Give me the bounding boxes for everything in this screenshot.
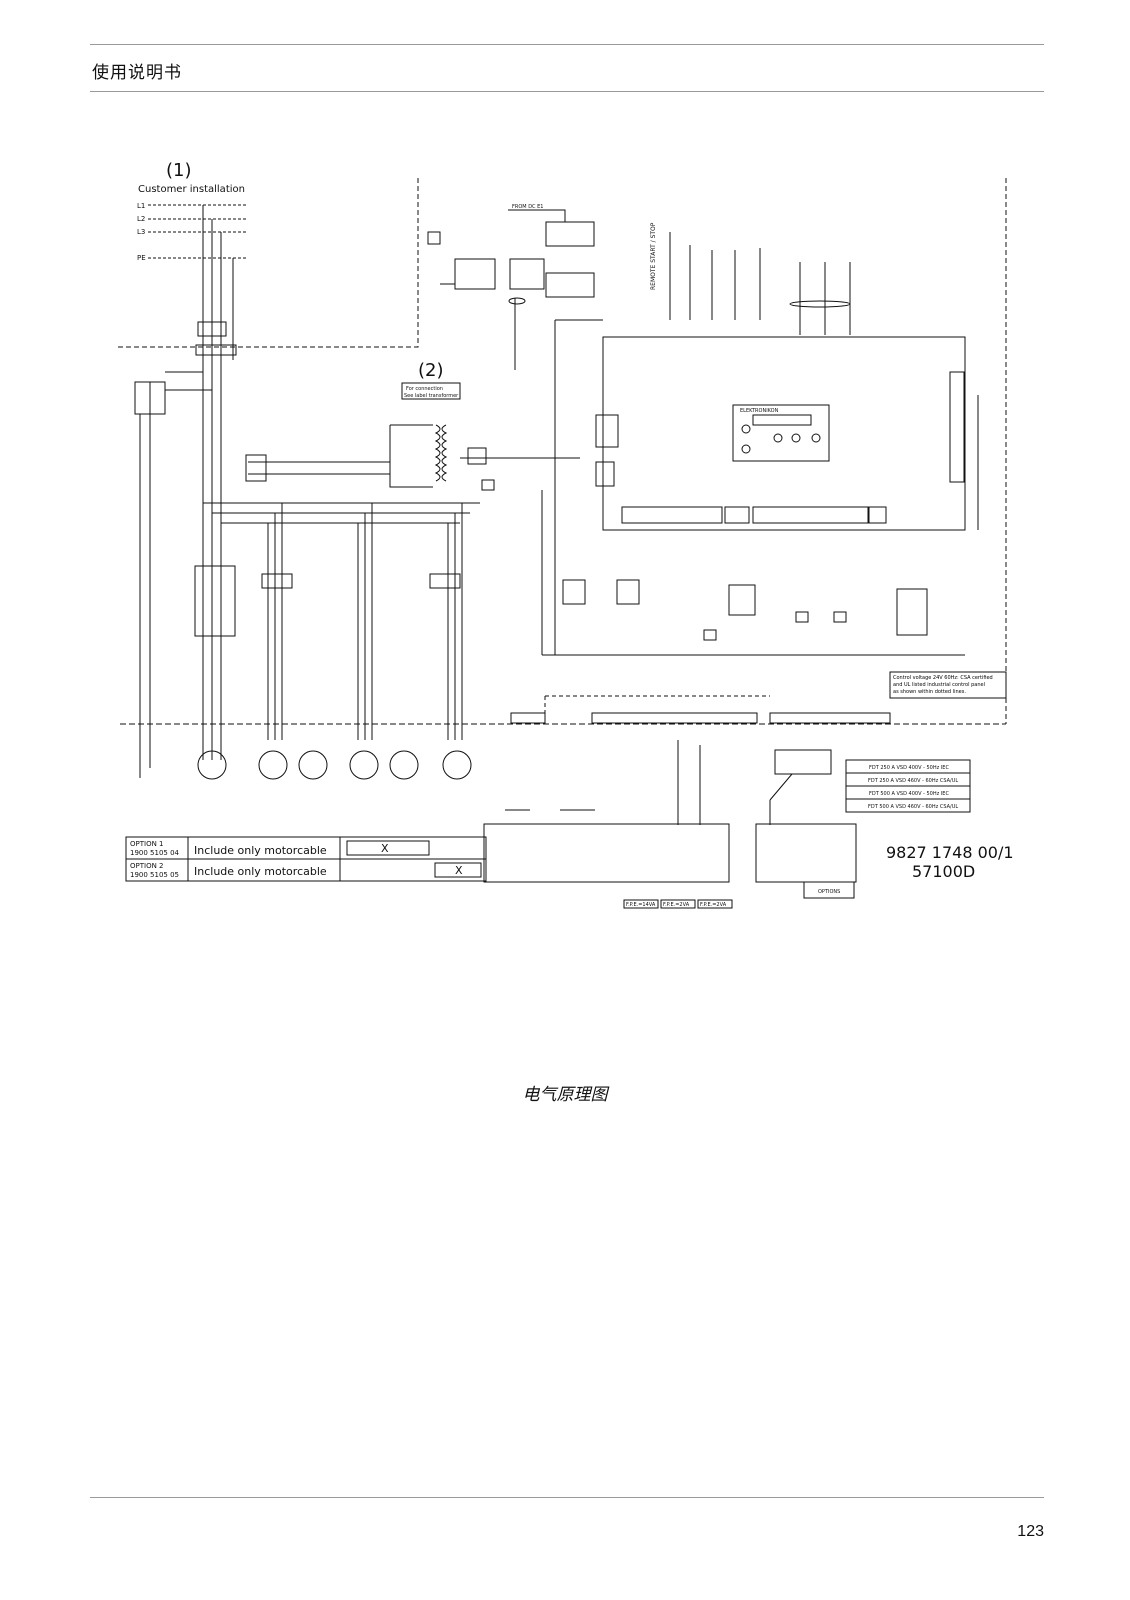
control-note-line: and UL listed industrial control panel	[893, 682, 985, 688]
customer-installation-label: Customer installation	[138, 184, 245, 195]
control-note-line: Control voltage 24V 60Hz: CSA certified	[893, 675, 993, 681]
control-voltage-note: Control voltage 24V 60Hz: CSA certified …	[889, 671, 1007, 699]
vsd-table-row: FDT 500 A VSD 400V - 50Hz IEC	[869, 791, 949, 797]
transformer-note-line-2: See label transformer	[404, 393, 459, 399]
customer-zone-boundary	[118, 178, 419, 348]
label-marker-2: (2)	[418, 360, 444, 381]
vsd-table-row: FDT 250 A VSD 400V - 50Hz IEC	[869, 765, 949, 771]
document-number: 9827 1748 00/1	[886, 843, 1014, 862]
electrical-schematic: (1) Customer installation L1 L2 L3 PE (2…	[118, 160, 1014, 909]
motor-symbol	[197, 750, 227, 780]
option-box-label: OPTIONS	[818, 889, 840, 895]
header-top-rule	[90, 44, 1044, 45]
from-label: FROM DC E1	[512, 204, 543, 210]
fpe-label: F.P.E.=2VA	[700, 902, 727, 908]
controller-brand-label: ELEKTRONIKON	[740, 408, 779, 414]
label-marker-1: (1)	[166, 160, 192, 181]
motor-symbol	[258, 750, 288, 780]
figure-caption: 电气原理图	[522, 1085, 608, 1105]
motor-symbol	[442, 750, 472, 780]
motor-symbol	[389, 750, 419, 780]
phase-label: PE	[137, 254, 146, 262]
transformer-note-line-1: For connection	[406, 386, 443, 392]
option-name: OPTION 1	[130, 840, 164, 848]
page-header-title: 使用说明书	[92, 63, 182, 83]
phase-label: L3	[137, 228, 145, 236]
option-mark: X	[455, 864, 463, 877]
drawing-number: 57100D	[912, 862, 975, 881]
vsd-table-row: FDT 250 A VSD 460V - 60Hz CSA/UL	[868, 778, 958, 784]
option-name: OPTION 2	[130, 862, 164, 870]
option-code: 1900 5105 05	[130, 871, 179, 879]
fpe-label: F.P.E.=2VA	[663, 902, 690, 908]
page-number: 123	[1017, 1523, 1044, 1540]
phase-label: L1	[137, 202, 145, 210]
vsd-rating-table	[845, 759, 971, 813]
motor-symbol	[349, 750, 379, 780]
option-description: Include only motorcable	[194, 865, 327, 878]
footer-rule	[90, 1497, 1044, 1498]
remote-start-stop-label: REMOTE START / STOP	[650, 222, 657, 290]
phase-label: L2	[137, 215, 145, 223]
vsd-table-row: FDT 500 A VSD 460V - 60Hz CSA/UL	[868, 804, 958, 810]
options-table	[125, 836, 487, 882]
header-bottom-rule	[90, 91, 1044, 92]
motor-symbol	[298, 750, 328, 780]
option-description: Include only motorcable	[194, 844, 327, 857]
control-note-line: as shown within dotted lines.	[893, 689, 966, 695]
option-mark: X	[381, 842, 389, 855]
option-code: 1900 5105 04	[130, 849, 180, 857]
fpe-label: F.P.E.=14VA	[626, 902, 656, 908]
